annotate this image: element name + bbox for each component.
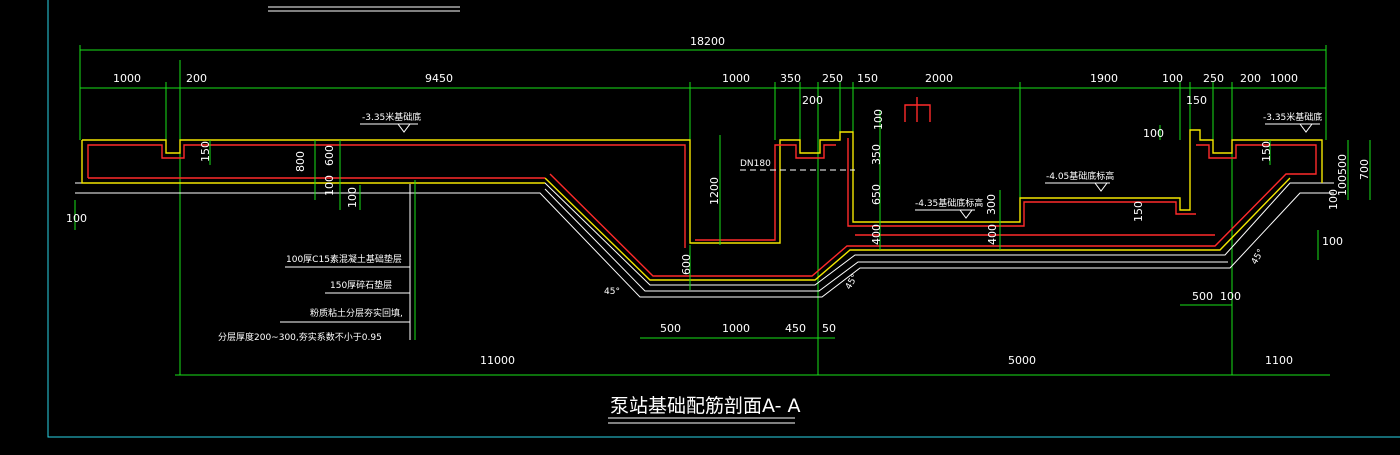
svg-text:800: 800 — [294, 151, 307, 172]
drawing-frame — [47, 0, 1400, 438]
svg-text:100: 100 — [1143, 127, 1164, 140]
dim-text: 1000 — [113, 72, 141, 85]
dim-text: 500 — [660, 322, 681, 335]
svg-text:500: 500 — [1336, 154, 1349, 175]
svg-text:100: 100 — [872, 109, 885, 130]
svg-text:100: 100 — [346, 187, 359, 208]
dim-text: 2000 — [925, 72, 953, 85]
level-label: -4.35基础底标高 — [915, 197, 983, 209]
svg-text:100: 100 — [1336, 175, 1349, 196]
note-line: 100厚C15素混凝土基础垫层 — [286, 253, 402, 265]
dim-text: 100 — [1220, 290, 1241, 303]
angle-label: 45° — [844, 273, 861, 292]
vertical-dim-texts: 150 800 600 100 100 100 1200 600 100 350… — [66, 109, 1371, 275]
svg-text:400: 400 — [870, 224, 883, 245]
dim-text: 100 — [1162, 72, 1183, 85]
svg-text:150: 150 — [199, 141, 212, 162]
svg-text:650: 650 — [870, 184, 883, 205]
level-label: -4.05基础底标高 — [1046, 170, 1114, 182]
dim-text: 250 — [822, 72, 843, 85]
svg-text:100: 100 — [1322, 235, 1343, 248]
svg-text:150: 150 — [1132, 201, 1145, 222]
dim-text: 1900 — [1090, 72, 1118, 85]
dim-text: 9450 — [425, 72, 453, 85]
svg-text:700: 700 — [1358, 159, 1371, 180]
dim-text: 1000 — [722, 72, 750, 85]
backfill-layers — [75, 182, 1334, 298]
dim-text: 200 — [802, 94, 823, 107]
note-line: 粉质粘土分层夯实回填, — [310, 307, 403, 319]
dim-text: 5000 — [1008, 354, 1036, 367]
angle-label: 45° — [604, 287, 620, 297]
dim-text: 50 — [822, 322, 836, 335]
svg-text:600: 600 — [323, 145, 336, 166]
dim-text: 500 — [1192, 290, 1213, 303]
dim-text: 150 — [857, 72, 878, 85]
angle-label: 45° — [1250, 248, 1267, 267]
dim-text: 1000 — [1270, 72, 1298, 85]
vertical-dimension-lines — [74, 110, 1371, 340]
svg-text:100: 100 — [66, 212, 87, 225]
drawing-title: 泵站基础配筋剖面A- A — [610, 395, 800, 417]
dim-text: 250 — [1203, 72, 1224, 85]
svg-text:400: 400 — [986, 224, 999, 245]
svg-text:350: 350 — [870, 144, 883, 165]
dim-text: 1000 — [722, 322, 750, 335]
svg-text:600: 600 — [680, 254, 693, 275]
dim-text: 150 — [1186, 94, 1207, 107]
svg-text:1200: 1200 — [708, 177, 721, 205]
svg-text:300: 300 — [985, 194, 998, 215]
svg-text:100: 100 — [323, 175, 336, 196]
pipe-label: DN180 — [740, 159, 771, 169]
foundation-outline — [81, 129, 1323, 281]
rebar-lines — [87, 138, 1317, 277]
note-leaders — [280, 184, 411, 340]
level-triangles — [360, 123, 1320, 219]
level-label: -3.35米基础底 — [362, 111, 421, 123]
note-line: 分层厚度200~300,夯实系数不小于0.95 — [218, 331, 382, 343]
note-line: 150厚碎石垫层 — [330, 279, 392, 291]
svg-text:100: 100 — [1327, 189, 1340, 210]
dim-text: 450 — [785, 322, 806, 335]
dim-text: 200 — [1240, 72, 1261, 85]
svg-text:150: 150 — [1260, 141, 1273, 162]
section-markers — [740, 97, 931, 171]
dim-text: 11000 — [480, 354, 515, 367]
level-label: -3.35米基础底 — [1263, 111, 1322, 123]
dim-text: 200 — [186, 72, 207, 85]
dim-total: 18200 — [690, 35, 725, 48]
top-dimension-lines — [79, 45, 1330, 376]
dim-text: 350 — [780, 72, 801, 85]
dim-text: 1100 — [1265, 354, 1293, 367]
